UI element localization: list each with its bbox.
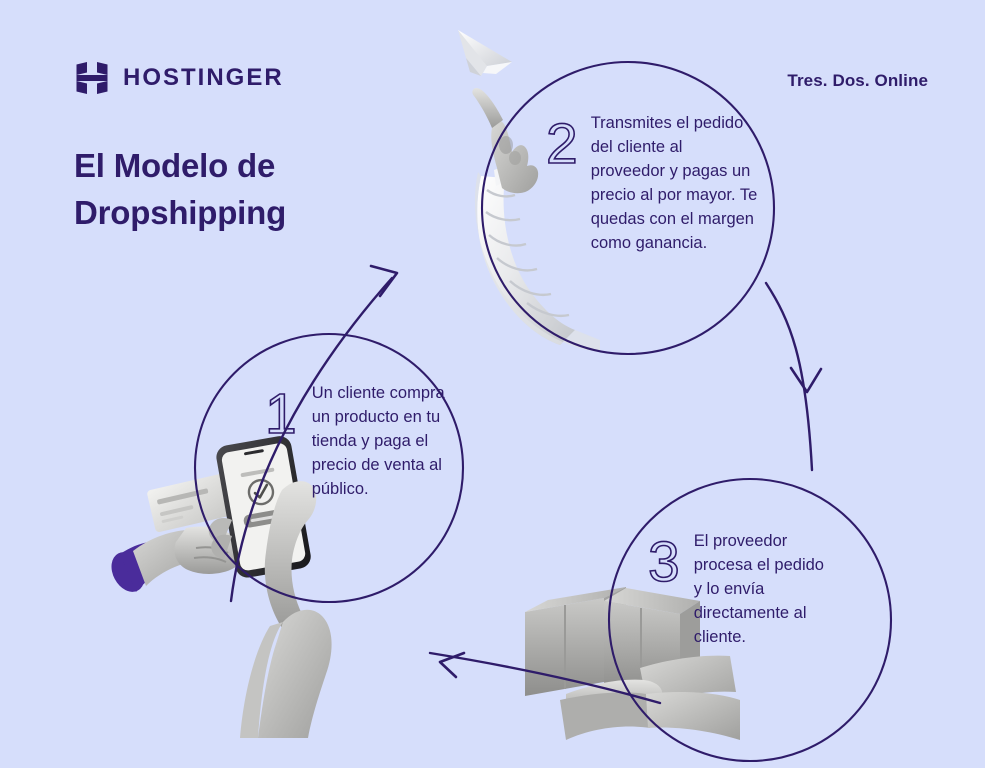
brand-name: HOSTINGER xyxy=(123,64,284,91)
step-3: 3 El proveedor procesa el pedido y lo en… xyxy=(647,530,834,650)
step-1-text: Un cliente compra un producto en tu tien… xyxy=(311,384,445,498)
connector-arrow-3-to-1 xyxy=(428,651,662,705)
connector-arrow-1-to-2 xyxy=(229,264,399,603)
paper-plane-image xyxy=(458,30,512,76)
hostinger-h-logo-icon xyxy=(76,62,108,94)
step-2-circle xyxy=(480,60,776,356)
tagline: Tres. Dos. Online xyxy=(787,71,928,90)
step-1-circle xyxy=(193,332,465,604)
page-title: El Modelo de Dropshipping xyxy=(74,143,404,237)
step-2: 2 Transmites el pedido del cliente al pr… xyxy=(545,112,761,256)
page-title-line-2: Dropshipping xyxy=(74,193,287,231)
step-2-number: 2 xyxy=(545,112,578,176)
brand-lockup: HOSTINGER xyxy=(74,60,284,96)
step-3-circle xyxy=(607,477,893,763)
step-2-text: Transmites el pedido del cliente al prov… xyxy=(590,114,758,252)
step-1-number: 1 xyxy=(264,382,297,446)
step-1: 1 Un cliente compra un producto en tu ti… xyxy=(264,382,454,502)
step-3-number: 3 xyxy=(647,530,680,594)
pointing-arm-image xyxy=(472,88,600,352)
step-3-text: El proveedor procesa el pedido y lo enví… xyxy=(693,532,824,646)
connector-arrow-2-to-3 xyxy=(764,281,823,472)
page-title-line-1: El Modelo de xyxy=(74,147,276,184)
